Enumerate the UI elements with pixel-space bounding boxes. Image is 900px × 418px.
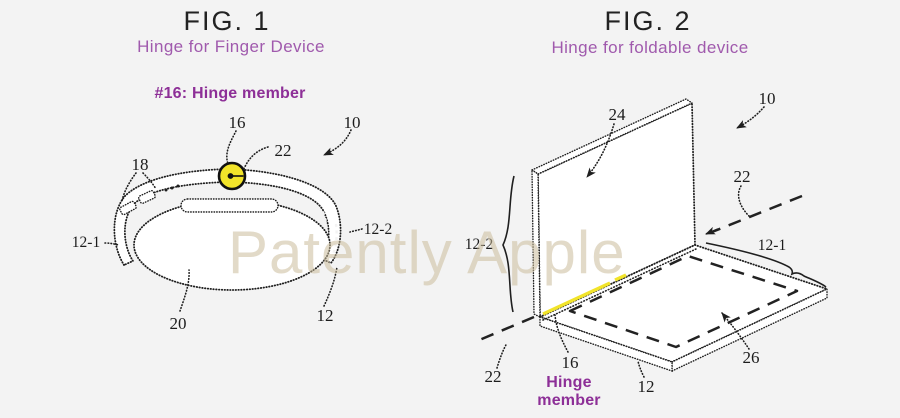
fig1-sensors (119, 184, 180, 216)
fig2-label-22-lower: 22 (485, 367, 502, 386)
fig1-leader-22 (242, 146, 269, 172)
fig1-title: FIG. 1 (183, 6, 271, 36)
fig2-label-16: 16 (562, 353, 579, 372)
fig2-label-10: 10 (759, 89, 776, 108)
fig2-callout-line2: member (537, 392, 601, 410)
fig2-hinge-fold-line (542, 248, 697, 321)
fig2-brace-12-2 (502, 175, 515, 313)
fig1-hinge-pivot-dot (227, 173, 234, 179)
fig1-leader-18a (121, 172, 137, 202)
fig2-leader-10 (736, 106, 765, 129)
fig1-label-10: 10 (344, 113, 361, 132)
fig2-leader-12 (637, 360, 645, 378)
fig1-label-22: 22 (275, 141, 292, 160)
fig1-hinge-member (217, 161, 247, 191)
fig2-leader-22-upper (737, 185, 750, 217)
fig1-leader-16 (226, 130, 237, 165)
fig2-base-front-left-face (539, 316, 673, 372)
fig1-dot-1 (164, 188, 168, 192)
fig2-label-26: 26 (743, 348, 760, 367)
fig2-title: FIG. 2 (604, 6, 692, 36)
fig2-touch-area-dashed (568, 254, 799, 349)
fig1-sensor-2 (138, 189, 156, 205)
fig1-touch-strip (180, 198, 279, 213)
fig1-leader-20 (179, 269, 190, 312)
fig2-label-24: 24 (609, 105, 627, 124)
fig2-hinge-member-callout: Hinge member (469, 374, 669, 411)
fig2-leader-24 (586, 123, 615, 178)
fig2-hinge-member-highlight-2 (614, 273, 627, 282)
fig1-leader-10 (323, 129, 352, 156)
fig1-leader-18b (142, 172, 157, 190)
fig1-leader-12-1 (104, 242, 120, 246)
fig2-callout-line1: Hinge (546, 374, 592, 391)
fig1-sensor-1 (119, 200, 137, 216)
fig2-leader-26 (721, 312, 750, 350)
fig2-subtitle: Hinge for foldable device (551, 38, 749, 57)
fig2-label-22-upper: 22 (734, 167, 751, 186)
fig1-dot-3 (176, 184, 180, 188)
fig2-label-12: 12 (638, 377, 655, 396)
fig1-drawing: 16 22 10 18 12-1 12-2 20 12 (72, 113, 392, 333)
fig1-ring-body (133, 199, 331, 291)
fig2-leader-22-lower (496, 342, 508, 369)
fig1-label-18: 18 (132, 155, 149, 174)
fig1-leader-12 (323, 266, 338, 307)
fig2-hinge-member-highlight (542, 281, 611, 316)
fig1-hinge-member-callout: #16: Hinge member (154, 85, 306, 102)
fig2-label-12-1: 12-1 (758, 237, 786, 254)
fig2-hinge-axis-arrow (705, 226, 719, 235)
fig1-subtitle: Hinge for Finger Device (137, 37, 325, 56)
fig2-drawing: 24 10 22 12-2 12-1 16 12 26 22 (465, 89, 828, 396)
fig1-label-16: 16 (229, 113, 246, 132)
fig2-leader-16 (554, 314, 569, 353)
fig2-hinge-axis-lower (476, 315, 535, 343)
fig2-brace-12-1 (705, 242, 827, 288)
fig2-label-12-2: 12-2 (465, 236, 493, 253)
fig1-label-20: 20 (170, 314, 187, 333)
fig1-label-12-2: 12-2 (364, 221, 392, 238)
fig1-label-12: 12 (317, 306, 334, 325)
fig2-hinge-axis-upper (711, 194, 803, 234)
fig1-label-12-1: 12-1 (72, 234, 100, 251)
fig1-dot-2 (170, 186, 174, 190)
fig1-band-dashed-end (327, 223, 338, 263)
fig1-leader-12-2 (349, 228, 363, 233)
